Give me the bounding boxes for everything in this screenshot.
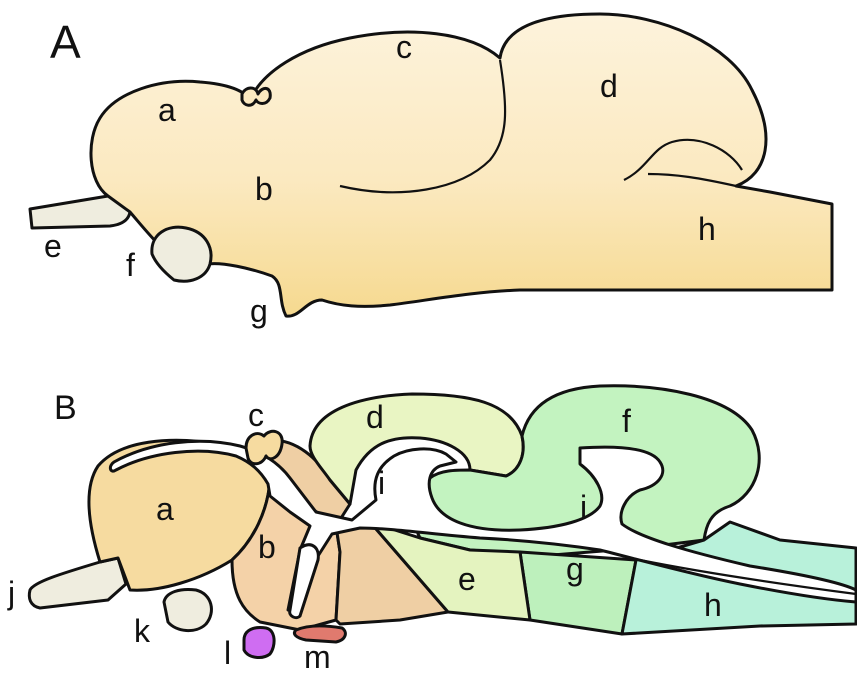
panel-a-label-g: g	[250, 293, 268, 329]
panel-a-label-a: a	[158, 92, 176, 128]
panel-a-label-b: b	[255, 171, 273, 207]
panel-a-label-c: c	[396, 29, 412, 65]
panel-b-label-b: b	[258, 529, 276, 565]
panel-b-label-a: a	[156, 491, 174, 527]
panel-a-hypophysis	[152, 227, 211, 281]
panel-b-label-l: l	[224, 635, 231, 671]
panel-a-label-d: d	[600, 68, 618, 104]
panel-b-label-d: d	[366, 399, 384, 435]
panel-a-title: A	[50, 16, 81, 68]
panel-b-label-c: c	[248, 397, 264, 433]
panel-b-label-f: f	[622, 403, 631, 439]
panel-a-pineal-folds	[242, 88, 270, 105]
panel-b-label-i-upper: i	[378, 465, 385, 501]
panel-b-label-g: g	[566, 551, 584, 587]
panel-b: B a b c d e f g h i i j k l m	[7, 386, 856, 673]
panel-a-label-f: f	[126, 247, 135, 283]
panel-b-label-j: j	[7, 575, 15, 611]
panel-b-label-i-lower: i	[580, 489, 587, 525]
panel-b-label-e: e	[458, 561, 476, 597]
panel-b-region-k	[164, 590, 211, 631]
panel-b-label-h: h	[704, 587, 722, 623]
panel-a-label-e: e	[44, 228, 62, 264]
panel-b-title: B	[54, 389, 77, 427]
panel-b-region-j	[29, 558, 126, 608]
panel-a-label-h: h	[698, 211, 716, 247]
panel-b-label-m: m	[304, 639, 331, 673]
panel-a: A a b c d e f g h	[30, 14, 832, 329]
panel-b-region-l	[244, 628, 274, 658]
panel-b-label-k: k	[134, 613, 151, 649]
